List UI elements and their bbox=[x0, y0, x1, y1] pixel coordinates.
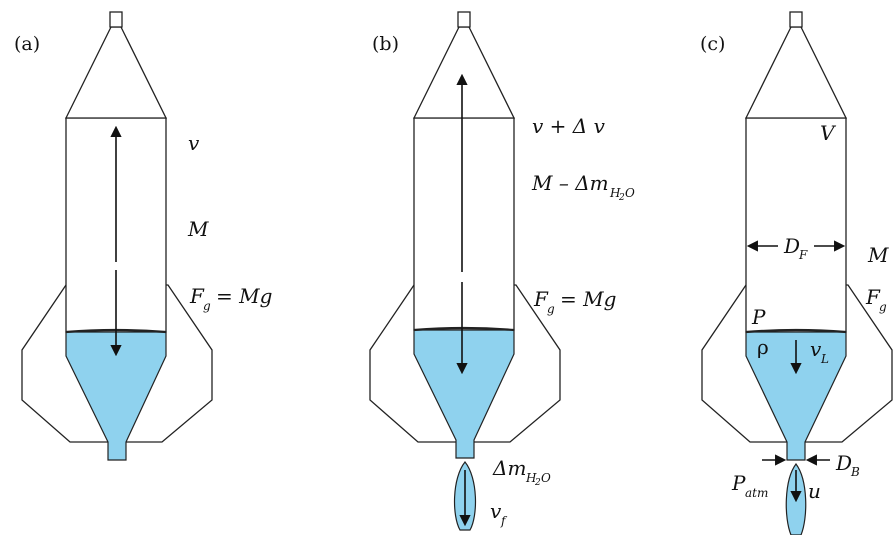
panel-a: (a) v M F g = Mg bbox=[14, 11, 272, 461]
panel-a-mass-label: M bbox=[187, 217, 209, 241]
panel-c-volume-label: V bbox=[820, 121, 837, 145]
panel-b-tip bbox=[457, 11, 471, 28]
panel-b-mass-sub-h: H bbox=[609, 186, 621, 200]
panel-b-force-symbol: F bbox=[533, 287, 549, 311]
panel-c-atm-pressure-sub: atm bbox=[745, 486, 768, 500]
panel-a-nose bbox=[64, 26, 168, 119]
panel-b-force-sub: g bbox=[547, 302, 555, 316]
panel-b-nose bbox=[412, 26, 516, 119]
panel-b-water-surface bbox=[413, 326, 515, 332]
panel-c: (c) V M D F F g P ρ v L D B bbox=[700, 11, 893, 535]
panel-b-mass-sub-2: 2 bbox=[618, 193, 625, 203]
panel-b-exhaust-sub-2: 2 bbox=[534, 478, 541, 488]
panel-b-force-rhs: = Mg bbox=[560, 287, 616, 311]
panel-b-tag: (b) bbox=[372, 33, 399, 55]
panel-a-force-sub: g bbox=[203, 299, 211, 313]
panel-a-force-rhs: = Mg bbox=[216, 284, 272, 308]
panel-b-velocity-label: v + Δ v bbox=[532, 114, 606, 138]
panel-b-mass-label: M – Δm bbox=[531, 171, 609, 195]
panel-c-liquid-velocity-label: v bbox=[810, 337, 822, 361]
panel-a-tip bbox=[109, 11, 123, 28]
panel-c-body bbox=[745, 117, 847, 333]
panel-c-exit-velocity-label: u bbox=[808, 479, 821, 503]
panel-c-nozzle-diameter-sub: B bbox=[850, 465, 860, 479]
panel-c-pressure-label: P bbox=[751, 305, 766, 329]
panel-c-tip bbox=[789, 11, 803, 28]
panel-a-velocity-label: v bbox=[188, 131, 200, 155]
panel-c-force-sub: g bbox=[879, 300, 887, 314]
panel-c-water-surface bbox=[745, 328, 847, 334]
panel-c-diameter-label: D bbox=[783, 234, 800, 258]
panel-b-mass-sub-o: O bbox=[625, 186, 635, 200]
panel-b: (b) v + Δ v M – Δm H 2 O F g = Mg Δm H 2… bbox=[369, 11, 635, 531]
panel-b-exhaust-sub-h: H bbox=[525, 471, 537, 485]
panel-a-force-symbol: F bbox=[189, 284, 205, 308]
panel-c-nozzle-diameter-label: D bbox=[835, 451, 852, 475]
panel-c-water bbox=[745, 331, 847, 461]
panel-c-diameter-sub: F bbox=[798, 248, 808, 262]
panel-c-tag: (c) bbox=[700, 33, 725, 55]
panel-a-tag: (a) bbox=[14, 33, 40, 55]
panel-b-exhaust-mass-label: Δm bbox=[492, 456, 526, 480]
panel-c-density-label: ρ bbox=[757, 335, 769, 359]
panel-c-diameter-label-bg bbox=[778, 230, 814, 260]
panel-c-mass-label: M bbox=[867, 243, 889, 267]
panel-c-liquid-velocity-sub: L bbox=[820, 352, 829, 366]
panel-a-water bbox=[65, 331, 167, 461]
panel-b-exhaust-velocity-sub: f bbox=[500, 514, 508, 528]
panel-b-body bbox=[413, 117, 515, 331]
panel-c-force-symbol: F bbox=[865, 285, 881, 309]
panel-c-atm-pressure-label: P bbox=[731, 471, 746, 495]
panel-b-water bbox=[413, 329, 515, 459]
panel-b-exhaust-velocity-label: v bbox=[490, 499, 502, 523]
panel-c-nose bbox=[744, 26, 848, 119]
panel-b-exhaust-sub-o: O bbox=[541, 471, 551, 485]
